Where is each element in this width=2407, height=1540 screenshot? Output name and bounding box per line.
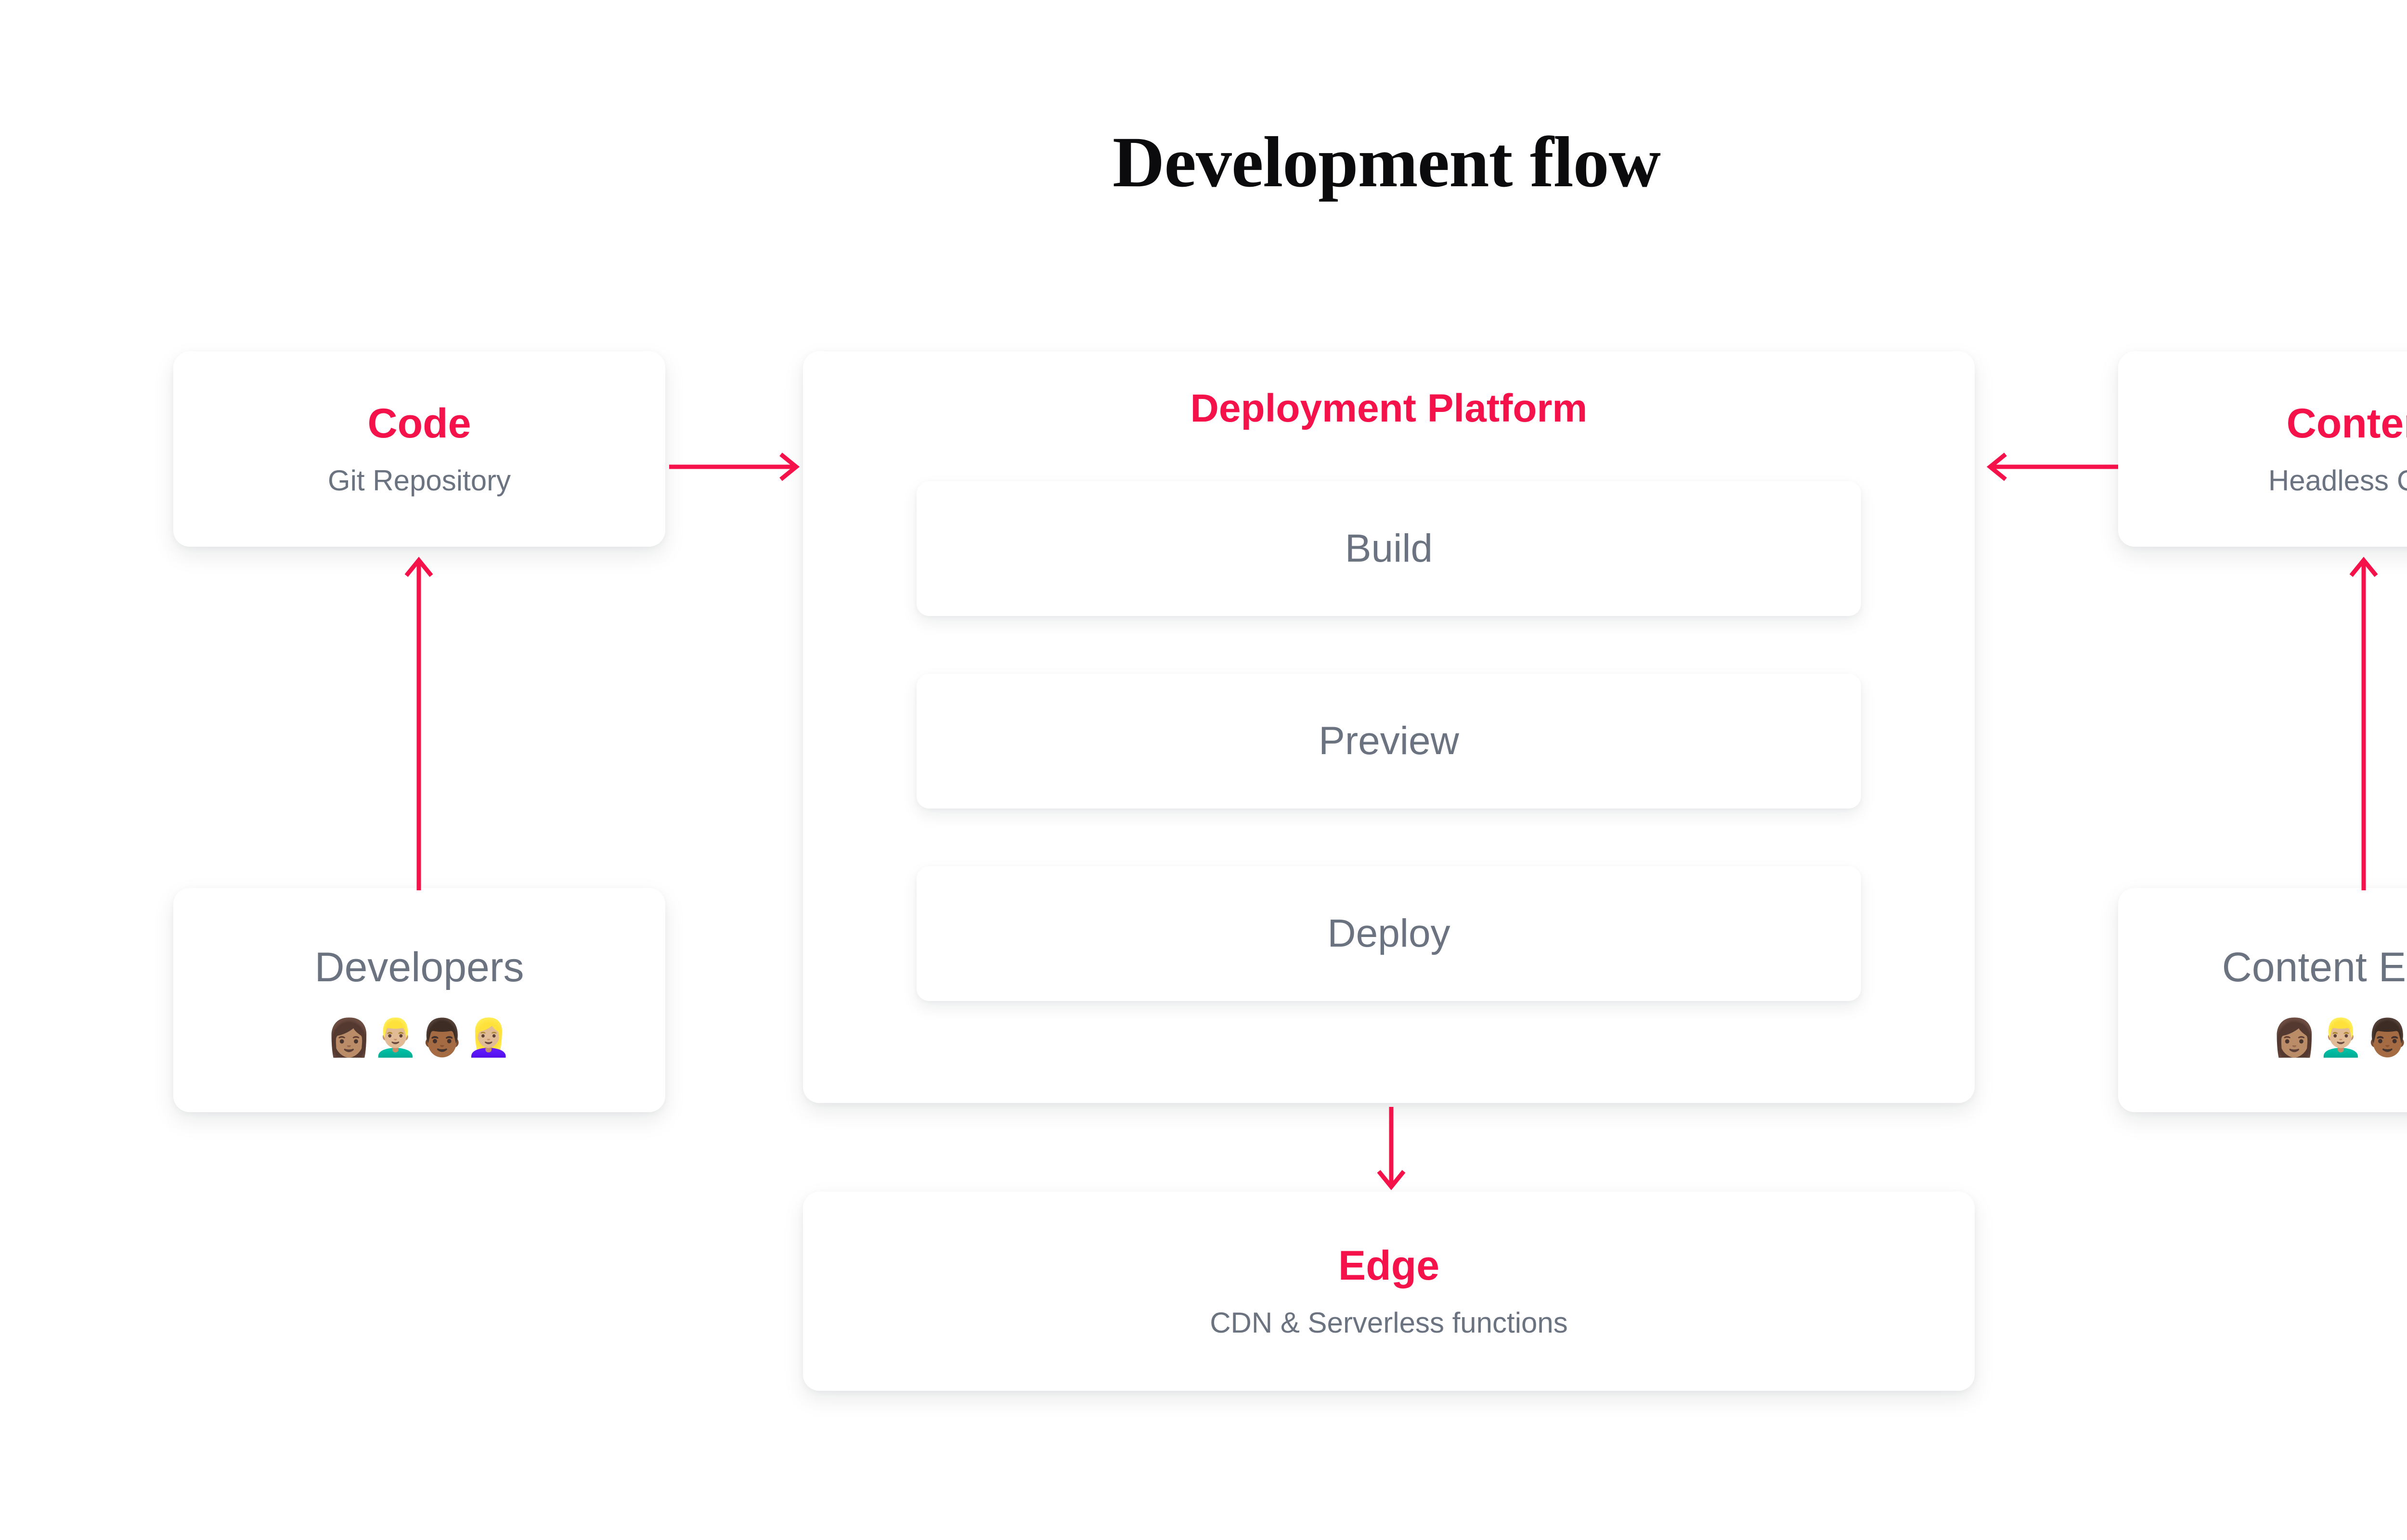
arrow-platform-to-edge-icon <box>1377 1107 1406 1191</box>
content-editors-people-icon: 👩🏽👱🏼‍♂️👨🏾👱🏼‍♀️ <box>2271 1017 2407 1059</box>
node-deployment-platform[interactable]: Deployment Platform Build Preview Deploy <box>803 351 1975 1103</box>
node-edge[interactable]: Edge CDN & Serverless functions <box>803 1192 1975 1391</box>
node-code-subtitle: Git Repository <box>327 464 511 497</box>
node-content-title: Content <box>2286 400 2407 447</box>
node-developers[interactable]: Developers 👩🏽👱🏼‍♂️👨🏾👱🏼‍♀️ <box>173 888 665 1112</box>
node-code-title: Code <box>367 400 471 447</box>
node-code[interactable]: Code Git Repository <box>173 351 665 547</box>
arrow-content-editors-to-content-icon <box>2349 556 2378 890</box>
arrow-developers-to-code-icon <box>404 556 433 890</box>
node-content-editors-title: Content Editors <box>2222 944 2407 990</box>
page-title: Development flow <box>1113 122 1661 202</box>
node-content-subtitle: Headless CMS <box>2268 464 2407 497</box>
stage-preview[interactable]: Preview <box>917 674 1861 809</box>
node-deployment-platform-title: Deployment Platform <box>1190 386 1588 430</box>
arrow-code-to-platform-icon <box>669 452 800 481</box>
node-edge-subtitle: CDN & Serverless functions <box>1210 1307 1568 1339</box>
node-content[interactable]: Content Headless CMS <box>2118 351 2407 547</box>
node-edge-title: Edge <box>1338 1242 1440 1289</box>
node-developers-title: Developers <box>314 944 524 990</box>
developers-people-icon: 👩🏽👱🏼‍♂️👨🏾👱🏼‍♀️ <box>326 1017 513 1059</box>
arrow-content-to-platform-icon <box>1986 452 2118 481</box>
stage-build[interactable]: Build <box>917 481 1861 616</box>
node-content-editors[interactable]: Content Editors 👩🏽👱🏼‍♂️👨🏾👱🏼‍♀️ <box>2118 888 2407 1112</box>
stage-deploy[interactable]: Deploy <box>917 866 1861 1001</box>
